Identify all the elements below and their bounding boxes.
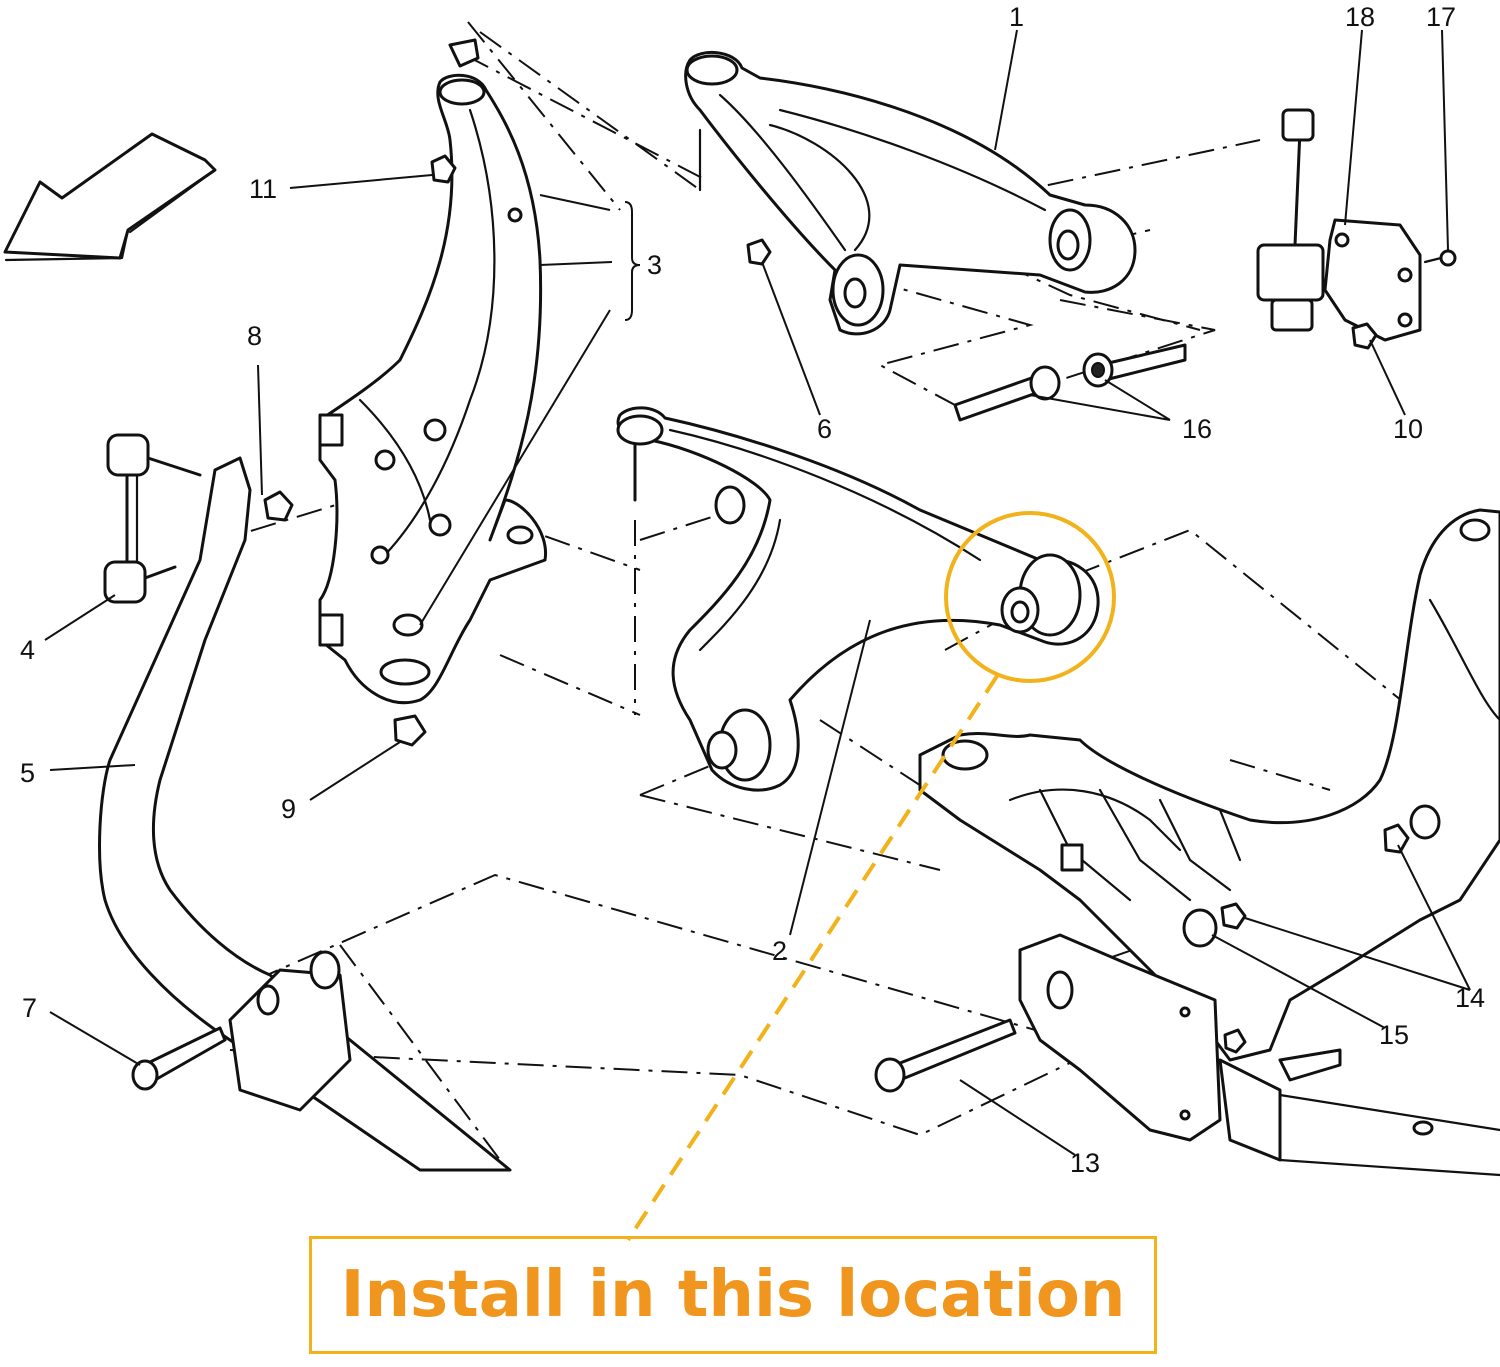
nut-8 [263,490,294,522]
callout-6: 6 [817,414,833,444]
bolt-7 [131,1026,227,1091]
install-location-highlight [626,511,1116,1242]
callout-leaders [44,29,1471,1156]
bolt-16 [953,343,1187,422]
height-sensor-18 [1256,108,1422,342]
cap-top [448,38,480,68]
callout-18: 18 [1345,2,1376,32]
callout-13: 13 [1070,1148,1101,1178]
steering-knuckle [318,73,547,705]
callout-5: 5 [20,758,36,788]
install-note-box: Install in this location [309,1236,1157,1354]
callout-1: 1 [1009,2,1025,32]
nut-11 [430,154,457,184]
stabilizer-link [103,433,202,604]
upper-control-arm [684,50,1137,336]
callout-10: 10 [1393,414,1424,444]
callout-4: 4 [20,635,36,665]
bolt-13 [874,1018,1017,1093]
callout-15: 15 [1379,1020,1410,1050]
front-subframe [918,508,1500,1177]
nut-6 [746,238,772,266]
callout-3: 3 [647,250,663,280]
callout-9: 9 [281,794,297,824]
callout-11: 11 [249,174,278,204]
nut-9 [393,714,427,747]
callout-14: 14 [1455,983,1486,1013]
direction-arrow-icon [3,132,217,262]
callout-7: 7 [22,993,38,1023]
install-note-text: Install in this location [340,1258,1126,1332]
lower-control-arm [616,406,1100,792]
bolt-17 [1423,249,1457,267]
callout-2: 2 [772,936,788,966]
callout-8: 8 [247,321,263,351]
stabilizer-bar [98,456,512,1172]
callout-17: 17 [1426,2,1457,32]
callout-16: 16 [1182,414,1213,444]
